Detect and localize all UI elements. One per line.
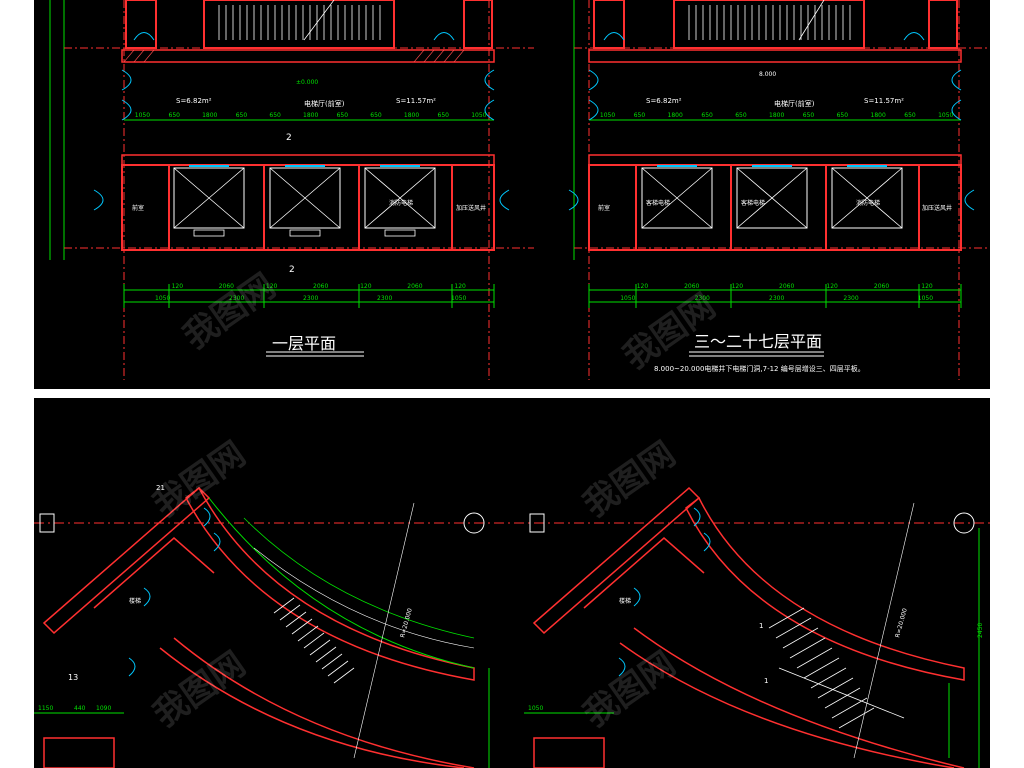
dimension-label: 120 (637, 283, 649, 290)
bottom-left-dim-1: 1150 (38, 705, 53, 712)
dimension-label: 1050 (918, 295, 933, 302)
bottom-plans-panel: 21 13 楼梯 1150 440 1090 R=20.000 1 1 楼梯 1… (34, 398, 990, 768)
dimension-label: 650 (337, 112, 349, 119)
dimension-label: 650 (837, 112, 849, 119)
dimension-label: 650 (634, 112, 646, 119)
bottom-left-label-2: 13 (68, 673, 78, 682)
dimension-label: 2060 (313, 283, 328, 290)
dimension-label: 120 (826, 283, 838, 290)
right-room-4: 消防电梯 (856, 199, 880, 207)
right-dims-row3: 1050 2300 2300 2300 1050 (620, 295, 933, 302)
stair-plan-left (34, 486, 490, 768)
right-area-large: S=11.57m² (864, 97, 904, 105)
bottom-left-dim-2: 440 (74, 705, 86, 712)
dimension-label: 650 (236, 112, 248, 119)
first-floor-plan (49, 0, 534, 380)
dimension-label: 1050 (600, 112, 615, 119)
bottom-left-radius: R=20.000 (399, 607, 414, 638)
bottom-plans-drawing: 21 13 楼梯 1150 440 1090 R=20.000 1 1 楼梯 1… (34, 434, 990, 768)
dimension-label: 2060 (779, 283, 794, 290)
dimension-label: 650 (735, 112, 747, 119)
left-room-4: 加压送风井 (456, 204, 486, 212)
right-dims-row1: 1050 650 1800 650 650 1800 650 650 1800 650 1050 (600, 112, 954, 119)
dimension-label: 1050 (620, 295, 635, 302)
dimension-label: 2300 (695, 295, 710, 302)
right-area-small: S=6.82m² (646, 97, 682, 105)
top-plans-drawing: S=6.82m² S=11.57m² 电梯厅(前室) ±0.000 2 2 一层… (49, 0, 990, 380)
dimension-label: 1050 (471, 112, 486, 119)
bottom-right-label-2: 1 (764, 677, 768, 685)
dimension-label: 1800 (202, 112, 217, 119)
right-room-1: 前室 (598, 204, 610, 212)
bottom-right-label-3: 楼梯 (619, 597, 631, 605)
left-dims-row3: 1050 2300 2300 2300 1050 (155, 295, 466, 302)
dimension-label: 650 (438, 112, 450, 119)
watermark-bottom-2: 我图网 (576, 434, 682, 525)
dimension-label: 650 (701, 112, 713, 119)
left-room-3: 消防电梯 (389, 199, 413, 207)
left-plan-title: 一层平面 (272, 334, 336, 353)
dimension-label: 1800 (668, 112, 683, 119)
dimension-label: 120 (921, 283, 933, 290)
right-plan-note: 8.000~20.000电梯井下电梯门洞,7-12 编号层增设三、四层平板。 (654, 364, 865, 373)
dimension-label: 2300 (229, 295, 244, 302)
right-room-2: 客梯电梯 (646, 199, 670, 207)
dimension-label: 120 (454, 283, 466, 290)
dimension-label: 1800 (871, 112, 886, 119)
bottom-left-dim-3: 1090 (96, 705, 111, 712)
dimension-label: 650 (269, 112, 281, 119)
dimension-label: 2060 (219, 283, 234, 290)
left-elev-mark: ±0.000 (296, 79, 318, 86)
right-dims-row2: 120 2060 120 2060 120 2060 120 (637, 283, 933, 290)
bottom-right-radius: R=20.000 (894, 607, 909, 638)
dimension-label: 1050 (451, 295, 466, 302)
left-area-small: S=6.82m² (176, 97, 212, 105)
dimension-label: 1050 (938, 112, 953, 119)
typical-floor-plan (568, 0, 990, 380)
dimension-label: 120 (360, 283, 372, 290)
dimension-label: 1050 (135, 112, 150, 119)
bottom-right-dim-2: 2450 (977, 623, 984, 638)
stair-plan-right (524, 486, 980, 768)
left-room-1: 前室 (132, 204, 144, 212)
watermark-bottom-4: 我图网 (576, 644, 682, 735)
top-plans-panel: S=6.82m² S=11.57m² 电梯厅(前室) ±0.000 2 2 一层… (34, 0, 990, 389)
dimension-label: 2060 (684, 283, 699, 290)
left-dims-row2: 120 2060 120 2060 120 2060 120 (172, 283, 466, 290)
dimension-label: 650 (803, 112, 815, 119)
right-elev-mark: 8.000 (759, 71, 776, 78)
dimension-label: 650 (904, 112, 916, 119)
dimension-label: 2060 (874, 283, 889, 290)
left-section-mark: 2 (286, 133, 292, 143)
dimension-label: 2300 (769, 295, 784, 302)
dimension-label: 2060 (407, 283, 422, 290)
watermark-bottom-1: 我图网 (146, 434, 252, 525)
left-area-large: S=11.57m² (396, 97, 436, 105)
left-dims-row1: 1050 650 1800 650 650 1800 650 650 1800 650 1050 (135, 112, 487, 119)
bottom-right-dim-1: 1050 (528, 705, 543, 712)
dimension-label: 650 (370, 112, 382, 119)
left-section-mark-bottom: 2 (289, 265, 295, 275)
bottom-right-label-1: 1 (759, 622, 763, 630)
right-hall-label: 电梯厅(前室) (774, 99, 815, 108)
dimension-label: 2300 (377, 295, 392, 302)
dimension-label: 120 (732, 283, 744, 290)
right-room-5: 加压送风井 (922, 204, 952, 212)
dimension-label: 1800 (303, 112, 318, 119)
dimension-label: 120 (266, 283, 278, 290)
bottom-left-label-3: 楼梯 (129, 597, 141, 605)
dimension-label: 650 (169, 112, 181, 119)
dimension-label: 2300 (843, 295, 858, 302)
dimension-label: 1050 (155, 295, 170, 302)
bottom-left-label-1: 21 (156, 484, 165, 492)
dimension-label: 120 (172, 283, 184, 290)
dimension-label: 2300 (303, 295, 318, 302)
right-room-3: 客梯电梯 (741, 199, 765, 207)
watermark-top-left: 我图网 (176, 266, 282, 357)
right-plan-title: 三～二十七层平面 (694, 332, 822, 351)
dimension-label: 1800 (404, 112, 419, 119)
left-hall-label: 电梯厅(前室) (304, 99, 345, 108)
dimension-label: 1800 (769, 112, 784, 119)
